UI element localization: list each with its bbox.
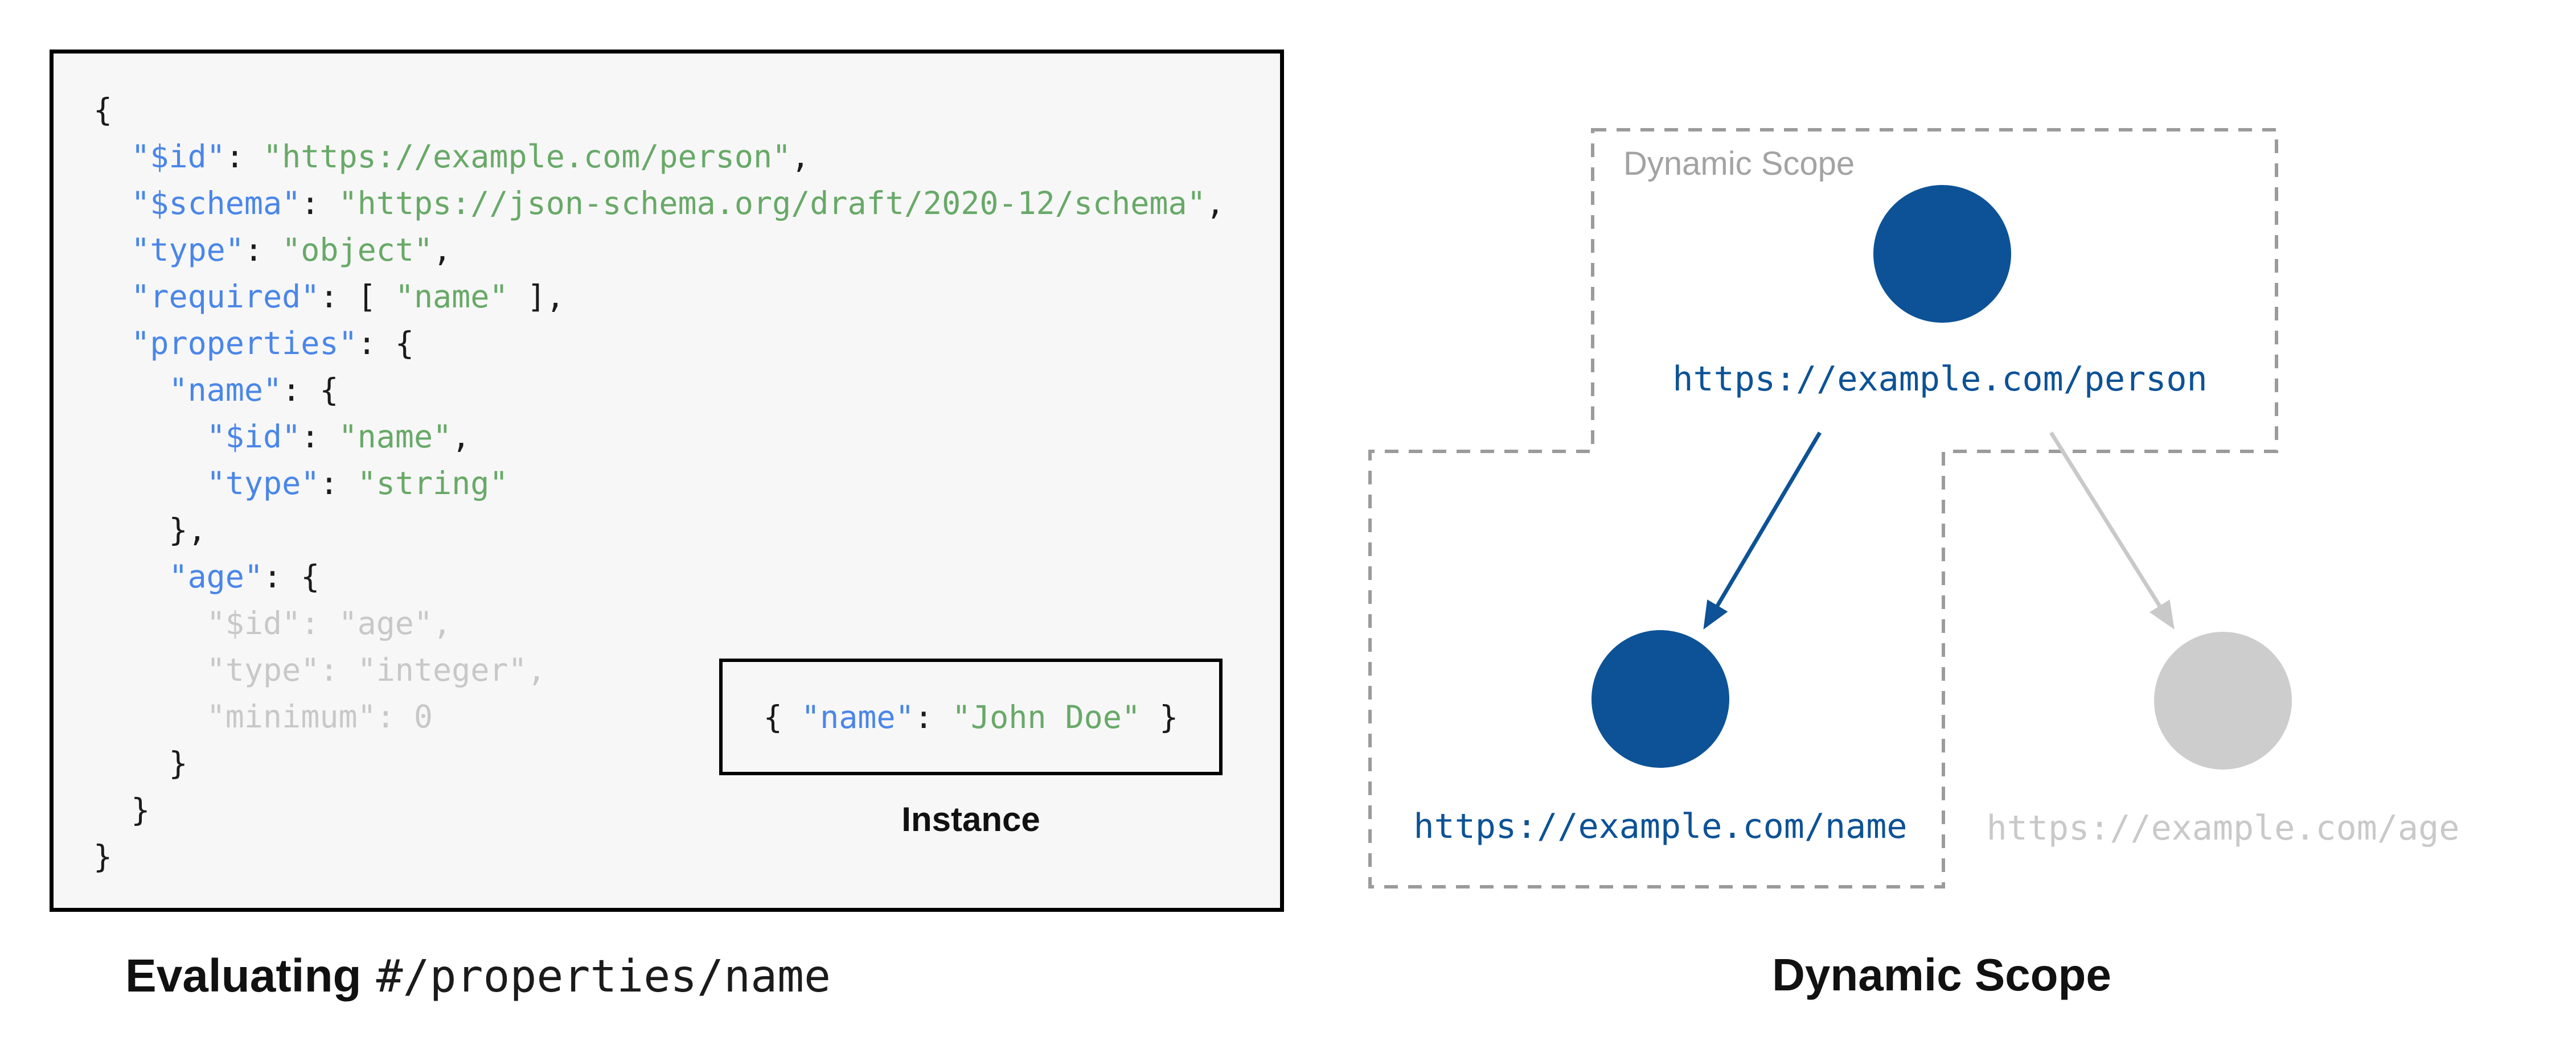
code-token: : { xyxy=(263,558,320,595)
code-token: : [ xyxy=(319,278,395,315)
instance-box: { "name": "John Doe" } xyxy=(719,659,1223,775)
code-token: : { xyxy=(282,372,339,408)
schema-node-person xyxy=(1873,185,2011,323)
schema-node-age-url: https://example.com/age xyxy=(1987,808,2460,848)
evaluating-caption-bold: Evaluating xyxy=(125,950,362,1002)
code-token: : xyxy=(319,465,358,501)
schema-code: { "$id": "https://example.com/person", "… xyxy=(54,54,1280,880)
code-line: "type": "integer", xyxy=(93,647,1280,693)
diagram-title: Dynamic Scope xyxy=(1772,949,2111,1000)
code-token: ], xyxy=(508,278,565,315)
code-token: }, xyxy=(93,512,207,548)
code-token: "string" xyxy=(357,465,508,501)
instance-code: { "name": "John Doe" } xyxy=(764,699,1179,735)
code-token: "John Doe" xyxy=(951,698,1141,735)
code-token: , xyxy=(433,232,452,268)
code-token: : xyxy=(244,232,282,268)
code-token: "properties" xyxy=(131,325,358,361)
schema-node-age xyxy=(2154,632,2292,770)
code-token: "age" xyxy=(169,558,264,595)
code-token: , xyxy=(1205,185,1225,221)
code-token: : { xyxy=(357,325,414,361)
arrow-person-to-age xyxy=(2049,431,2175,630)
code-line: { xyxy=(93,87,1280,133)
code-token: : xyxy=(301,418,339,455)
code-line: "name": { xyxy=(93,367,1280,413)
code-token: "type" xyxy=(206,465,320,501)
code-token: "type" xyxy=(131,232,244,268)
code-token: "name" xyxy=(169,372,282,408)
schema-node-person-url: https://example.com/person xyxy=(1672,359,2207,399)
code-token: "$id" xyxy=(206,418,301,455)
code-token: : xyxy=(914,698,952,735)
code-token: } xyxy=(93,745,188,781)
arrow-person-to-name xyxy=(1703,431,1822,630)
code-token: , xyxy=(791,138,810,175)
code-token: "name" xyxy=(801,698,914,735)
dynamic-scope-inner-label: Dynamic Scope xyxy=(1623,145,1855,182)
code-line: "age": { xyxy=(93,553,1280,600)
schema-node-name-url: https://example.com/name xyxy=(1414,807,1908,846)
code-line: "$id": "age", xyxy=(93,600,1280,647)
code-token: , xyxy=(452,418,471,455)
code-token: } xyxy=(1141,698,1179,735)
code-token: "https://json-schema.org/draft/2020-12/s… xyxy=(338,185,1206,221)
code-line: "$schema": "https://json-schema.org/draf… xyxy=(93,180,1280,227)
code-line: } xyxy=(93,787,1280,833)
code-line: "$id": "name", xyxy=(93,413,1280,460)
code-line: "type": "object", xyxy=(93,227,1280,273)
code-token: "required" xyxy=(131,278,320,315)
dynamic-scope-outline xyxy=(1368,128,2278,889)
code-token: "$id" xyxy=(131,138,225,175)
code-token: "$schema" xyxy=(131,185,301,221)
code-token: } xyxy=(93,838,113,875)
code-token: } xyxy=(93,792,150,828)
code-token: "name" xyxy=(395,278,508,315)
code-line: }, xyxy=(93,507,1280,553)
code-token: : xyxy=(225,138,264,175)
code-token: "type": "integer", xyxy=(93,652,546,688)
code-token: "$id": "age", xyxy=(93,605,452,641)
code-token: "https://example.com/person" xyxy=(263,138,791,175)
code-line: } xyxy=(93,833,1280,880)
code-token: "minimum": 0 xyxy=(93,698,433,735)
code-line: { "name": "John Doe" } xyxy=(764,699,1179,735)
code-token: { xyxy=(93,92,113,128)
instance-label: Instance xyxy=(901,800,1040,838)
code-token: "name" xyxy=(338,418,452,455)
code-token: { xyxy=(763,698,801,735)
code-line: } xyxy=(93,740,1280,787)
schema-node-name xyxy=(1591,630,1729,768)
code-line: "properties": { xyxy=(93,320,1280,367)
code-token: "object" xyxy=(282,232,433,268)
code-token: : xyxy=(301,185,339,221)
code-line: "$id": "https://example.com/person", xyxy=(93,133,1280,180)
code-line: "type": "string" xyxy=(93,460,1280,507)
evaluating-caption: Evaluating #/properties/name xyxy=(125,953,831,999)
schema-code-panel: { "$id": "https://example.com/person", "… xyxy=(50,50,1284,912)
evaluating-caption-pointer: #/properties/name xyxy=(376,951,831,1002)
code-line: "minimum": 0 xyxy=(93,693,1280,740)
code-line: "required": [ "name" ], xyxy=(93,273,1280,320)
